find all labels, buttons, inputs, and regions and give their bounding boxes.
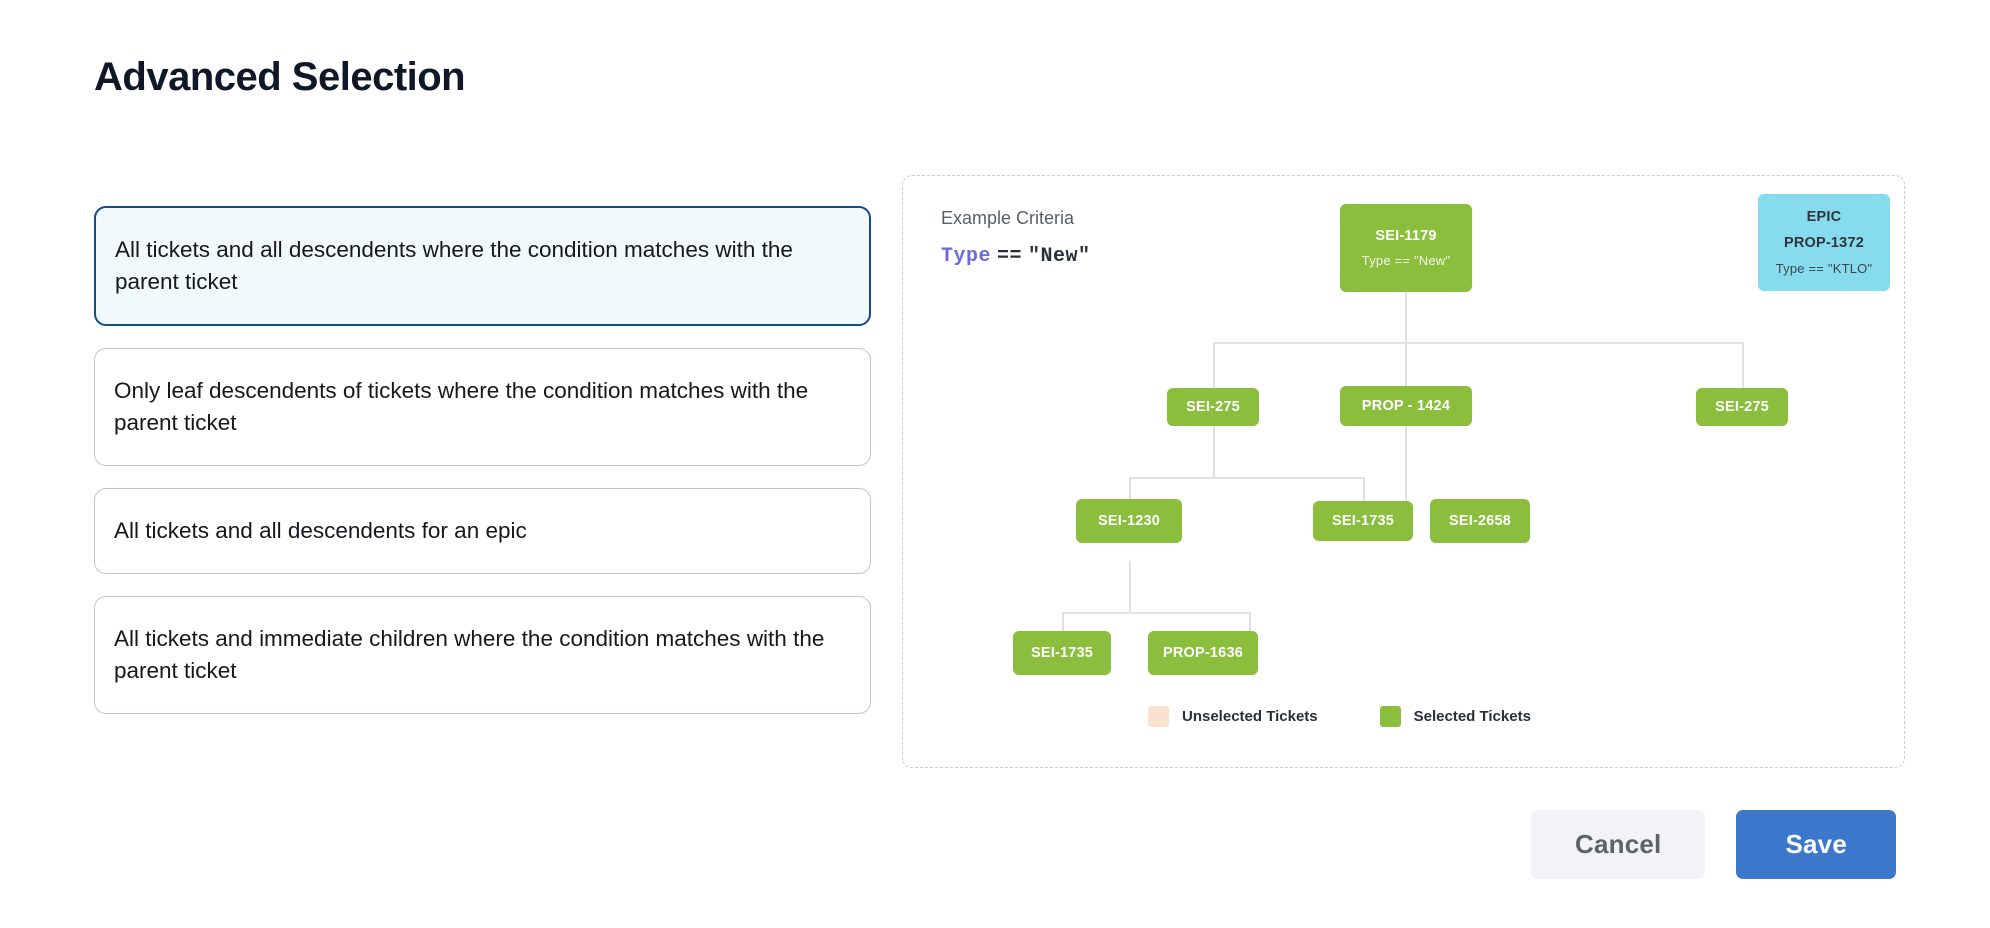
selection-options-list: All tickets and all descendents where th… (94, 206, 871, 714)
connector-line (1129, 561, 1131, 613)
node-subtitle: Type == "KTLO" (1775, 261, 1873, 276)
option-card-leaf-descendents[interactable]: Only leaf descendents of tickets where t… (94, 347, 871, 466)
connector-line (1213, 426, 1215, 478)
legend-item-unselected: Unselected Tickets (1148, 706, 1318, 727)
node-title: PROP-1636 (1163, 645, 1243, 661)
page-title: Advanced Selection (94, 55, 466, 99)
legend-label: Selected Tickets (1413, 708, 1531, 725)
tree-node-sei-1230[interactable]: SEI-1230 (1076, 499, 1182, 543)
connector-line (1213, 342, 1215, 388)
option-card-all-descendents[interactable]: All tickets and all descendents where th… (94, 206, 871, 326)
criteria-operator: == (997, 245, 1023, 268)
unselected-swatch-icon (1148, 706, 1169, 727)
option-label: All tickets and immediate children where… (114, 625, 825, 683)
legend-item-selected: Selected Tickets (1379, 706, 1531, 727)
connector-line (1405, 342, 1407, 388)
tree-node-sei-275-b[interactable]: SEI-275 (1696, 388, 1788, 426)
node-title: SEI-275 (1186, 399, 1240, 415)
tree-node-prop-1636[interactable]: PROP-1636 (1148, 631, 1258, 675)
example-diagram-panel: Example Criteria Type=="New" SEI-1179 Ty… (902, 175, 1905, 768)
dialog-footer: Cancel Save (1531, 810, 1896, 879)
tree-node-prop-1424[interactable]: PROP - 1424 (1340, 386, 1472, 426)
option-card-epic-descendents[interactable]: All tickets and all descendents for an e… (94, 487, 871, 574)
ticket-tree: SEI-1179 Type == "New" EPIC PROP-1372 Ty… (903, 176, 1904, 767)
node-subtitle: Type == "New" (1361, 253, 1451, 268)
save-button[interactable]: Save (1736, 810, 1896, 879)
selected-swatch-icon (1379, 706, 1401, 727)
criteria-expression: Type=="New" (941, 245, 1091, 268)
tree-node-sei-2658[interactable]: SEI-2658 (1430, 499, 1530, 543)
node-title: SEI-1179 (1375, 228, 1437, 244)
cancel-button[interactable]: Cancel (1531, 810, 1706, 879)
node-title: PROP - 1424 (1361, 398, 1451, 414)
criteria-field: Type (941, 245, 992, 268)
example-criteria-block: Example Criteria Type=="New" (941, 208, 1091, 268)
diagram-legend: Unselected Tickets Selected Tickets (1148, 706, 1531, 727)
tree-node-sei-1735-a[interactable]: SEI-1735 (1313, 501, 1413, 541)
tree-node-sei-1735-b[interactable]: SEI-1735 (1013, 631, 1111, 675)
node-title: SEI-1735 (1331, 513, 1395, 529)
connector-line (1405, 291, 1407, 343)
connector-line (1405, 426, 1407, 523)
node-title: SEI-1735 (1030, 645, 1094, 661)
connector-line (1363, 477, 1365, 523)
connector-line (1742, 342, 1744, 388)
tree-node-sei-1179[interactable]: SEI-1179 Type == "New" (1340, 204, 1472, 292)
criteria-heading: Example Criteria (941, 208, 1075, 228)
tree-node-sei-275-a[interactable]: SEI-275 (1167, 388, 1259, 426)
criteria-value: "New" (1028, 245, 1091, 268)
node-title: SEI-275 (1715, 399, 1769, 415)
node-title: SEI-1230 (1097, 513, 1161, 529)
legend-label: Unselected Tickets (1182, 708, 1318, 725)
option-card-immediate-children[interactable]: All tickets and immediate children where… (94, 595, 871, 714)
node-kind: EPIC (1806, 209, 1842, 225)
connector-line (1129, 477, 1364, 479)
connector-line (1062, 612, 1250, 614)
node-title: PROP-1372 (1784, 235, 1864, 251)
option-label: All tickets and all descendents for an e… (114, 517, 527, 543)
connector-line (1213, 342, 1743, 344)
option-label: All tickets and all descendents where th… (115, 237, 793, 294)
node-title: SEI-2658 (1448, 513, 1512, 529)
tree-node-epic-prop-1372[interactable]: EPIC PROP-1372 Type == "KTLO" (1758, 194, 1890, 291)
option-label: Only leaf descendents of tickets where t… (114, 377, 809, 435)
